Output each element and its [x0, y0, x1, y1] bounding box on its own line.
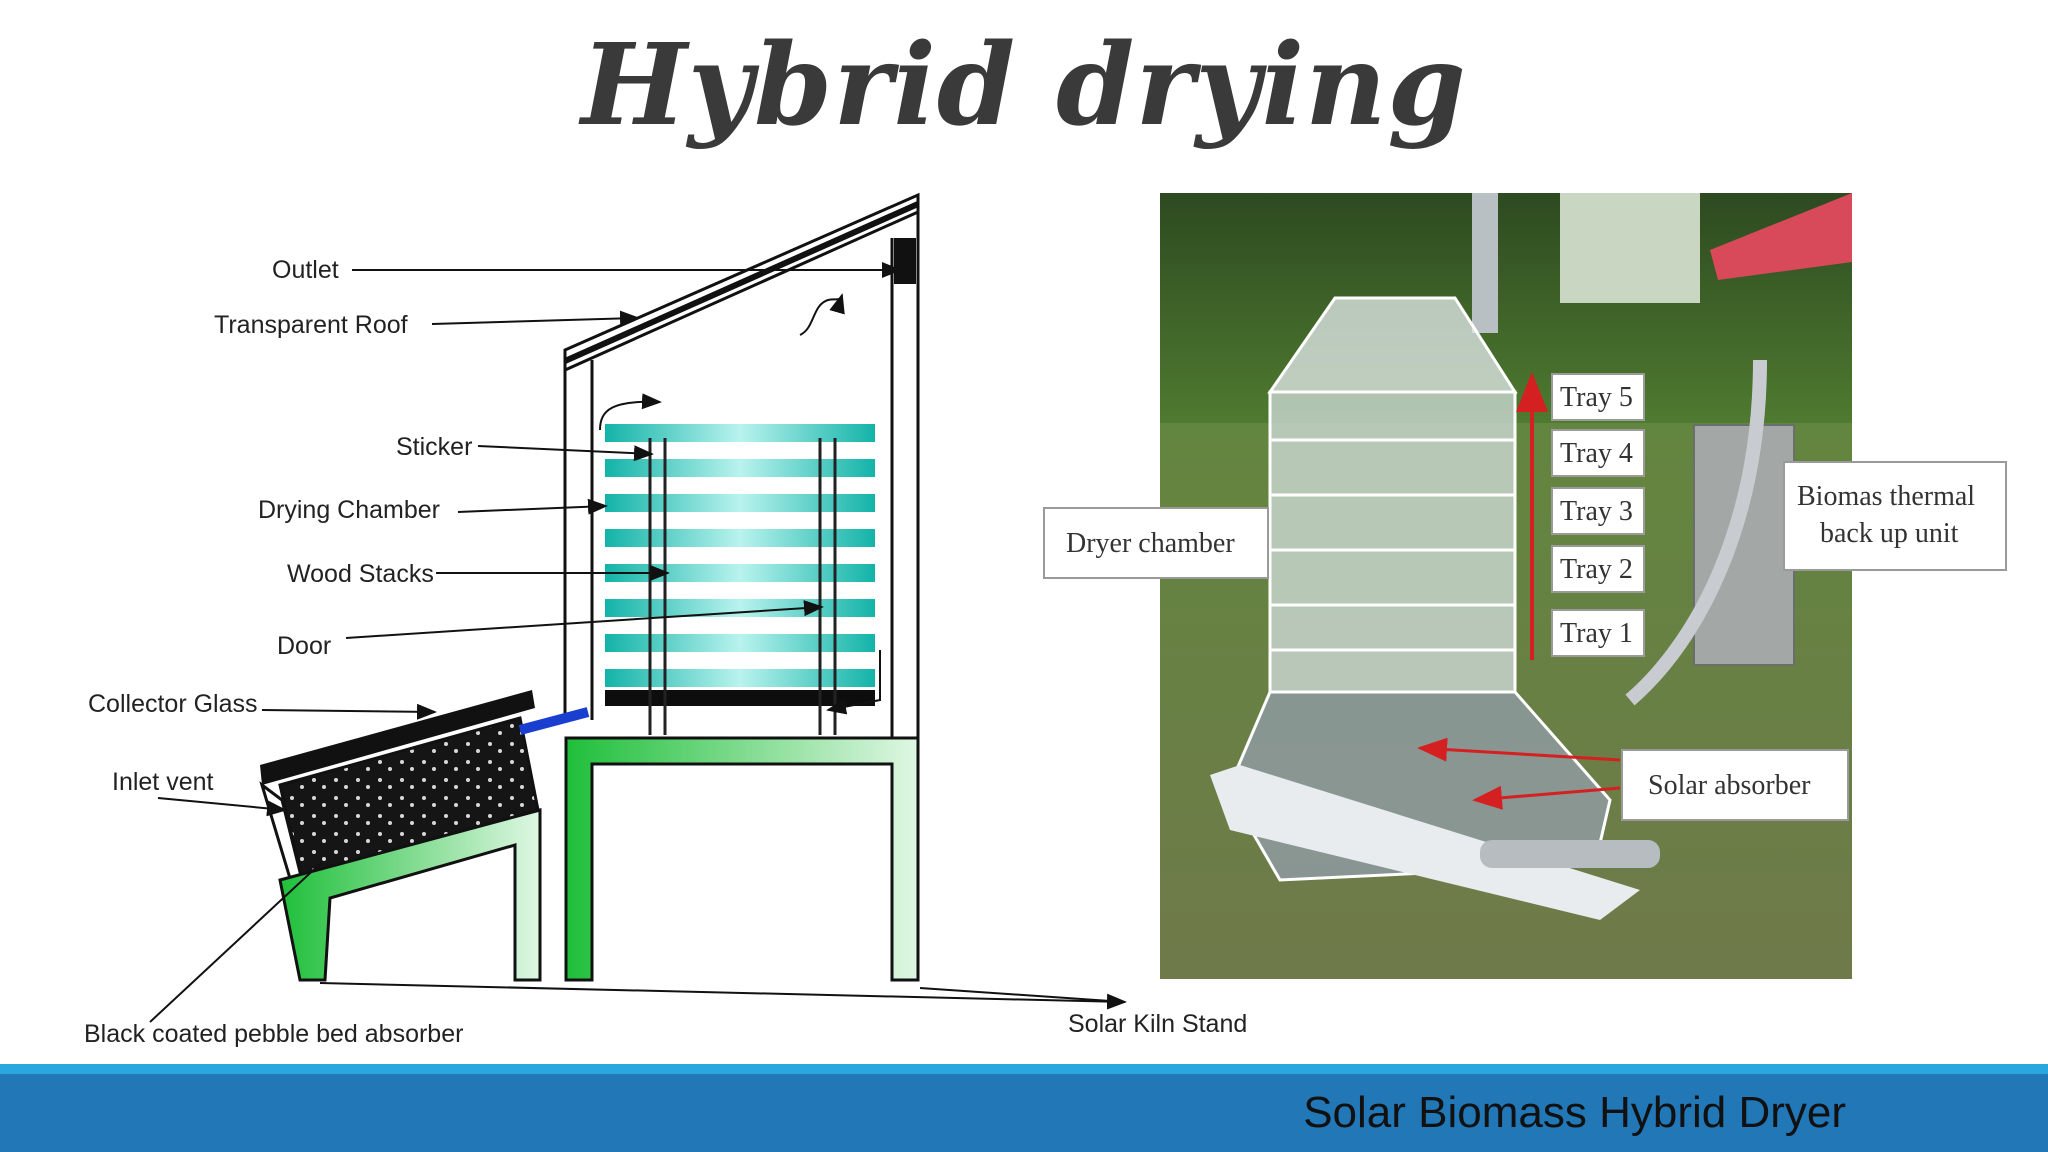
footer-caption: Solar Biomass Hybrid Dryer — [1303, 1088, 1846, 1137]
collector-glass — [260, 690, 535, 785]
label-tray-3: Tray 3 — [1560, 496, 1633, 527]
footer-band — [0, 1074, 2048, 1152]
leader-line — [149, 861, 323, 1023]
slide-title: Hybrid drying — [581, 20, 1467, 151]
callout-box — [1551, 487, 1645, 535]
label-solar-kiln-stand: Solar Kiln Stand — [1068, 1010, 1247, 1038]
label-collector-glass: Collector Glass — [88, 690, 258, 718]
label-biomass-line1: Biomas thermal — [1797, 481, 1975, 512]
callout-box — [1621, 749, 1849, 821]
chamber-stand — [564, 736, 920, 982]
label-door: Door — [277, 632, 331, 660]
tray — [605, 459, 875, 477]
label-outlet: Outlet — [272, 256, 339, 284]
label-pebble-bed-absorber: Black coated pebble bed absorber — [84, 1020, 463, 1048]
label-drying-chamber: Drying Chamber — [258, 496, 440, 524]
airflow-arrow — [826, 650, 881, 715]
dryer-base — [1210, 765, 1640, 920]
callout-box — [1551, 609, 1645, 657]
leader-line — [457, 498, 608, 515]
label-tray-2: Tray 2 — [1560, 554, 1633, 585]
label-tray-1: Tray 1 — [1560, 618, 1633, 649]
label-tray-5: Tray 5 — [1560, 382, 1633, 413]
leader-line — [477, 445, 654, 462]
label-solar-absorber: Solar absorber — [1648, 770, 1811, 801]
dryer-schematic: Outlet Transparent Roof Sticker Drying C… — [84, 192, 1247, 1048]
label-biomass-line2: back up unit — [1820, 518, 1959, 549]
callout-box — [1551, 373, 1645, 421]
red-canopy — [1710, 193, 1852, 280]
label-tray-4: Tray 4 — [1560, 438, 1633, 469]
tray-base — [605, 690, 875, 706]
dryer-photo: Dryer chamber Tray 5 Tray 4 Tray 3 Tray … — [1043, 193, 2007, 979]
airflow-arrow-red — [1417, 737, 1621, 762]
leader-line — [261, 703, 437, 720]
tray — [605, 669, 875, 687]
label-transparent-roof: Transparent Roof — [214, 311, 408, 339]
outlet-vent — [894, 238, 916, 284]
callout-box — [1551, 545, 1645, 593]
tray — [605, 424, 875, 442]
label-inlet-vent: Inlet vent — [112, 768, 214, 796]
leader-line — [345, 600, 824, 639]
callout-box — [1783, 461, 2007, 571]
chimney — [1472, 193, 1498, 333]
inlet-pipe — [518, 707, 590, 735]
tray — [605, 564, 875, 582]
tray — [605, 494, 875, 512]
dryer-cabinet — [1268, 390, 1517, 694]
label-wood-stacks: Wood Stacks — [287, 560, 434, 588]
airflow-arrow — [599, 393, 662, 431]
roof-glass-line — [563, 201, 920, 364]
biomass-unit — [1693, 424, 1795, 666]
footer-band-accent — [0, 1064, 2048, 1074]
tray — [605, 634, 875, 652]
label-dryer-chamber: Dryer chamber — [1066, 528, 1235, 559]
leader-line — [919, 987, 1126, 1003]
photo-sky — [1560, 193, 1700, 303]
leader-line — [157, 797, 287, 817]
wood-stacks — [605, 424, 875, 735]
biomass-pipe — [1625, 359, 1767, 706]
callout-box — [1551, 429, 1645, 477]
airflow-arrow — [799, 293, 845, 336]
airflow-arrow-red — [1472, 785, 1621, 810]
tray — [605, 529, 875, 547]
callout-box — [1043, 507, 1269, 579]
ground-line — [319, 982, 1127, 1010]
label-sticker: Sticker — [396, 433, 472, 461]
base-pipe — [1480, 840, 1660, 868]
leader-line — [431, 310, 640, 327]
collector-stand — [278, 808, 542, 982]
